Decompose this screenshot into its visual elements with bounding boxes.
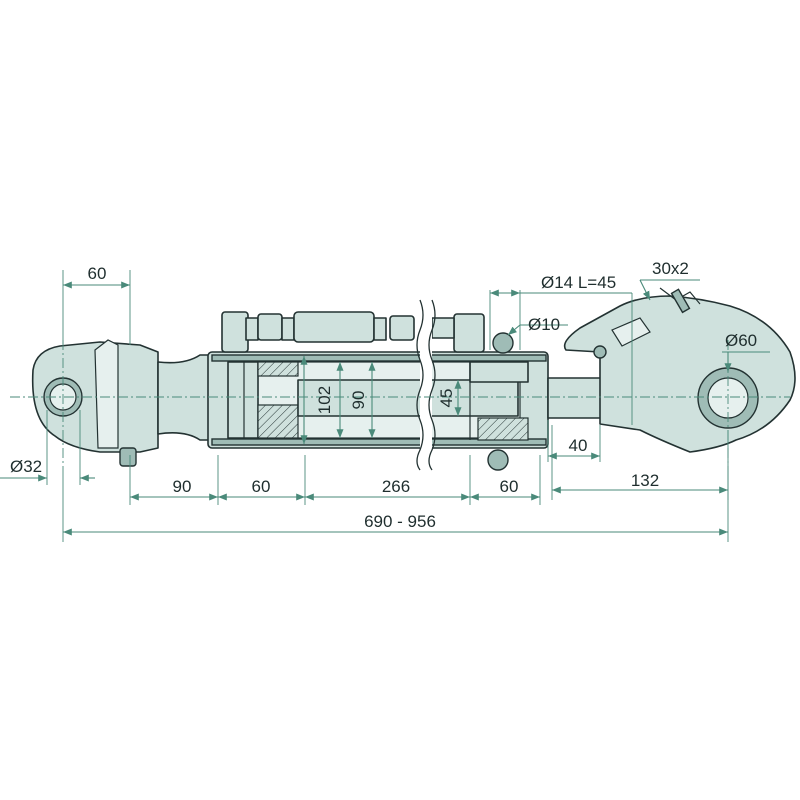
- label-hook-length: 132: [631, 471, 659, 490]
- dimension-lines: [0, 270, 770, 542]
- label-rear-length: 60: [500, 477, 519, 496]
- label-hook-ring: Ø60: [725, 331, 757, 350]
- dimension-labels: 60 Ø32 90 60 266 60 690 - 956 40 132 Ø14…: [10, 259, 757, 531]
- label-rod-offset: 40: [569, 436, 588, 455]
- hydraulic-fittings: [221, 311, 485, 353]
- hydraulic-port-bottom: [487, 449, 509, 471]
- label-eye-diameter: Ø32: [10, 457, 42, 476]
- label-port-diameter: Ø10: [528, 315, 560, 334]
- label-bore: 102: [315, 386, 334, 414]
- cylinder-barrel: [207, 351, 549, 449]
- label-front-length: 90: [173, 477, 192, 496]
- label-hook-spec: 30x2: [652, 259, 689, 278]
- label-overall-length: 690 - 956: [364, 512, 436, 531]
- label-eye-spacing: 60: [88, 264, 107, 283]
- hydraulic-port-top: [492, 332, 514, 354]
- hook-end: [563, 287, 796, 453]
- front-clevis-eye: [31, 339, 159, 467]
- label-hose-offset: 60: [252, 477, 271, 496]
- break-marks: [416, 299, 436, 471]
- label-stroke-bore: 90: [349, 391, 368, 410]
- piston-rod: [547, 377, 609, 419]
- label-pin-spec: Ø14 L=45: [541, 273, 616, 292]
- clevis-neck: [157, 354, 213, 441]
- cylinder-assembly: [31, 287, 796, 471]
- label-rod-diameter: 45: [437, 389, 456, 408]
- label-cylinder-length: 266: [382, 477, 410, 496]
